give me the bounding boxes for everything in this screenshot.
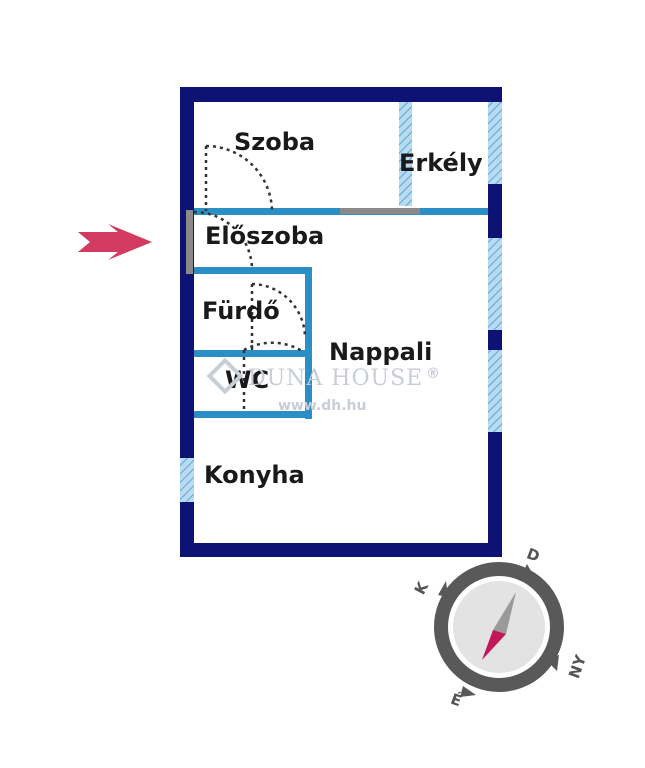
compass-letter-k: K	[411, 578, 433, 598]
compass-letter-e: É	[448, 689, 464, 710]
room-label-furdo: Fürdő	[202, 297, 280, 325]
watermark: DUNA HOUSE ® www.dh.hu	[206, 357, 440, 414]
watermark-registered: ®	[426, 366, 440, 382]
room-label-szoba: Szoba	[234, 128, 315, 156]
compass-letter-d: D	[524, 544, 542, 565]
compass-letter-ny: NY	[565, 652, 590, 681]
watermark-url: www.dh.hu	[278, 398, 366, 414]
entrance-arrow-icon	[78, 224, 152, 260]
room-label-konyha: Konyha	[204, 461, 305, 489]
room-label-eloszoba: Előszoba	[205, 222, 324, 250]
compass-icon	[434, 562, 564, 697]
windows	[180, 102, 502, 502]
inner-walls	[186, 208, 488, 419]
door-swings	[193, 144, 307, 412]
duna-house-logo-icon	[206, 357, 244, 395]
room-label-nappali: Nappali	[329, 338, 432, 366]
room-label-wc: WC	[225, 366, 269, 394]
watermark-brand: DUNA HOUSE	[248, 366, 423, 391]
room-label-erkely: Erkély	[399, 149, 483, 177]
